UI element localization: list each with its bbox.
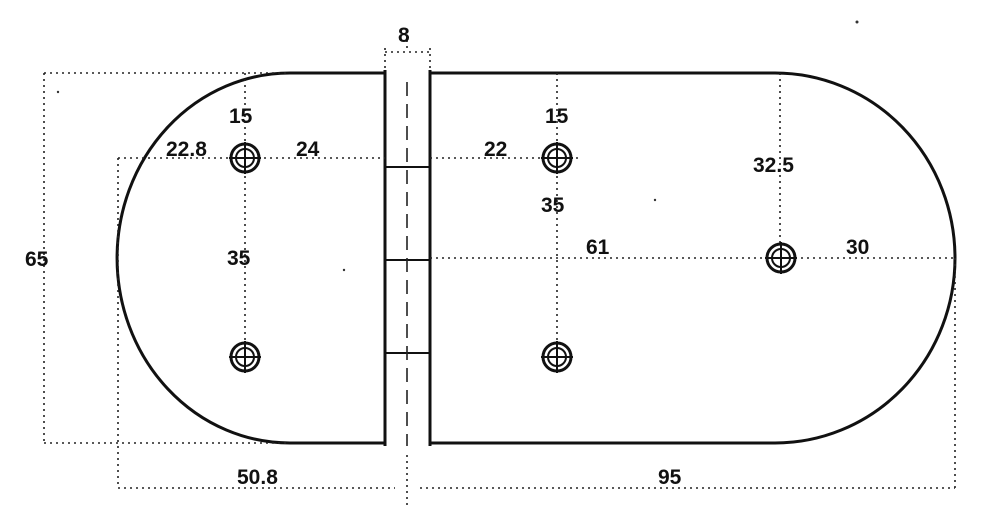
hole-left-lower — [229, 341, 261, 373]
dim-knuckle-width: 8 — [398, 24, 410, 47]
left-leaf-outline — [115, 71, 385, 445]
dim-left-edge-offset: 22.8 — [166, 138, 207, 161]
dim-right-hinge-offset: 22 — [484, 138, 507, 161]
hole-right-upper — [541, 142, 573, 174]
hinge-knuckle — [383, 70, 432, 446]
hole-right-end — [765, 242, 797, 274]
dim-overall-height: 65 — [25, 248, 49, 271]
dimension-lines — [43, 40, 956, 505]
dim-right-top-offset: 15 — [545, 105, 569, 128]
dim-left-span: 50.8 — [237, 466, 278, 489]
scan-speck — [653, 198, 657, 202]
scan-speck — [56, 90, 60, 94]
dim-right-span: 95 — [658, 466, 682, 489]
hole-left-upper — [229, 142, 261, 174]
dim-right-center-height: 32.5 — [753, 154, 794, 177]
dim-left-top-offset: 15 — [229, 105, 253, 128]
dim-right-hole-spacing: 35 — [541, 194, 565, 217]
dim-left-hole-spacing: 35 — [227, 247, 251, 270]
dim-right-center-distance: 61 — [586, 236, 610, 259]
scan-speck — [342, 268, 346, 272]
dim-right-end-radius: 30 — [846, 236, 869, 259]
dim-left-hinge-offset: 24 — [296, 138, 320, 161]
hole-right-lower — [541, 341, 573, 373]
scan-speck — [855, 20, 859, 24]
